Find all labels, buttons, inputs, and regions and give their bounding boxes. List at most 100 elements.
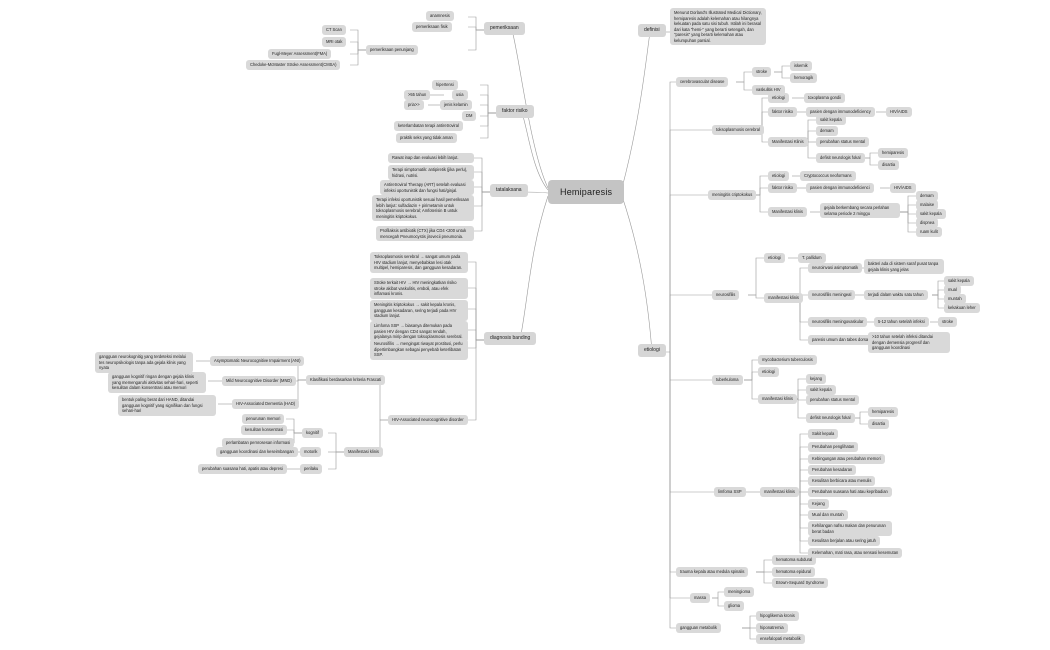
node-glioma[interactable]: glioma [724, 601, 745, 611]
node-tata-4[interactable]: Terapi infeksi oportunistik sesuai hasil… [372, 195, 474, 222]
node-ct-scan[interactable]: CT Scan [322, 25, 346, 35]
node-manifestasi-klinis-hand[interactable]: Manifestasi klinis [344, 447, 383, 457]
node-tb-manifestasi[interactable]: manifestasi klinis [758, 394, 797, 404]
branch-pemeriksaan[interactable]: pemeriksaan [484, 22, 525, 35]
node-lim-penglihatan[interactable]: Perubahan penglihatan [808, 442, 859, 452]
node-meningovaskular-stroke[interactable]: stroke [938, 317, 958, 327]
node-toxo-sakit-kepala[interactable]: sakit kepala [816, 115, 846, 125]
node-iskemik[interactable]: iskemik [790, 61, 812, 71]
node-gangguan-metabolik[interactable]: gangguan metabolik [676, 623, 721, 633]
node-dd-crypto[interactable]: Meningitis kriptokokus → sakit kepala kr… [370, 300, 468, 321]
node-crypto-demam[interactable]: demam [916, 191, 938, 201]
node-kognitif[interactable]: kognitif [302, 428, 323, 438]
node-neuroinvasi-asimptomatik[interactable]: neuroinvasi asimptomatik [808, 263, 863, 273]
node-toxo-manifestasi[interactable]: Manifestasi Klinis [768, 137, 808, 147]
node-dd-toxo[interactable]: Toksoplasmosis serebral → sangat umum pa… [370, 252, 468, 273]
branch-faktor-risiko[interactable]: faktor risiko [496, 105, 534, 118]
branch-diagnosis-banding[interactable]: diagnosis banding [484, 332, 537, 345]
node-crypto-hiv-aids[interactable]: HIV/AIDS [890, 183, 916, 193]
node-usia-detail[interactable]: >55 tahun [404, 90, 431, 100]
node-meningovaskular-waktu[interactable]: 5-12 tahun setelah infeksi [874, 317, 929, 327]
node-perubahan-suasana-hati[interactable]: perubahan suasana hati, apatis atau depr… [198, 464, 287, 474]
node-tb-sakit-kepala[interactable]: sakit kepala [806, 385, 836, 395]
node-neurosifilis[interactable]: neurosifilis [712, 290, 740, 300]
node-hematoma-subdural[interactable]: hematoma subdural [772, 555, 817, 565]
node-toxo-hemiparesis[interactable]: hemiparesis [878, 148, 909, 158]
node-meningioma[interactable]: meningioma [724, 587, 755, 597]
node-hipertensi[interactable]: hipertensi [432, 80, 458, 90]
node-dm[interactable]: DM [462, 111, 477, 121]
node-jenis-kelamin-detail[interactable]: pria>> [404, 100, 424, 110]
node-jenis-kelamin[interactable]: jenis kelamin [440, 100, 472, 110]
node-usia[interactable]: usia [452, 90, 468, 100]
branch-definisi[interactable]: definisi [638, 24, 666, 37]
root-node[interactable]: Hemiparesis [548, 180, 625, 205]
node-cerebrovascular-disease[interactable]: cerebrovascular disease [676, 77, 729, 87]
node-mri-otak[interactable]: MRI otak [322, 37, 347, 47]
node-toksoplasmosis-cerebral[interactable]: toksoplasmosis cerebral [712, 125, 764, 135]
node-dd-stroke-hiv[interactable]: Stroke terkait HIV → HIV meningkatkan ri… [370, 278, 468, 299]
node-lim-nafsu-makan[interactable]: Kehilangan nafsu makan dan penurunan ber… [808, 521, 892, 537]
node-lim-memori[interactable]: Kebingungan atau perubahan memori [808, 454, 885, 464]
node-toxo-demam[interactable]: demam [816, 126, 838, 136]
node-hiponatremia[interactable]: hiponatremia [756, 623, 788, 633]
node-dd-neurosifilis[interactable]: Neurosifilis → mengingat riwayat prostit… [370, 339, 468, 360]
node-tata-5[interactable]: Profilaksis antibiotik (CTX) jika CD4 <2… [376, 226, 474, 242]
node-hipoglikemia[interactable]: hipoglikemia kronis [756, 611, 799, 621]
node-crypto-sakit-kepala[interactable]: sakit kepala [916, 209, 946, 219]
node-crypto-immunodef[interactable]: pasien dengan immunodeficienci [806, 183, 874, 193]
node-mnd[interactable]: Mild Neurocognitive Disorder (MND) [222, 376, 296, 386]
node-tb-kejang[interactable]: kejang [806, 374, 827, 384]
node-hemoragik[interactable]: hemoragik [790, 73, 818, 83]
node-brown-sequard[interactable]: Brown-Sequard Syndrome [772, 578, 829, 588]
node-mycobacterium-tuberculosis[interactable]: mycobacterium tuberculosis [758, 355, 817, 365]
node-keterlambatan-arv[interactable]: keterlambatan terapi antiretroviral [394, 121, 463, 131]
node-praktik-seks[interactable]: praktik seks yang tidak aman [396, 133, 457, 143]
node-penurunan-memori[interactable]: penurunan memori [242, 414, 285, 424]
node-lim-kepribadian[interactable]: Perubahan suasana hati atau kepribadian [808, 487, 892, 497]
node-tata-1[interactable]: Rawat inap dan evaluasi lebih lanjut. [388, 153, 474, 163]
node-crypto-dispnea[interactable]: dispnea [916, 218, 939, 228]
node-lim-berjalan[interactable]: Kesulitan berjalan atau sering jatuh [808, 536, 880, 546]
node-tb-hemiparesis[interactable]: hemiparesis [868, 407, 899, 417]
node-t-pallidum[interactable]: T. pallidum [798, 253, 826, 263]
node-lim-kejang[interactable]: Kejang [808, 499, 829, 509]
node-klasifikasi-frascati[interactable]: Klasifikasi berdasarkan kriteria Frascat… [306, 375, 386, 385]
node-trauma-kepala[interactable]: trauma kepala atau medula spinalis [676, 567, 749, 577]
node-tuberkuloma[interactable]: tuberkuloma [712, 375, 743, 385]
node-tb-disartia[interactable]: disartia [868, 419, 890, 429]
node-gangguan-koordinasi[interactable]: gangguan koordinasi dan keseimbangan [216, 447, 298, 457]
node-lim-sakit-kepala[interactable]: Sakit kepala [808, 429, 839, 439]
branch-etiologi[interactable]: etiologi [638, 344, 666, 357]
node-meningitis-criptokokus[interactable]: meningitis criptokokus [708, 190, 757, 200]
node-meningeal-waktu[interactable]: terjadi dalam waktu satu tahun [864, 290, 928, 300]
node-crypto-gejala[interactable]: gejala berkembang secara perlahan selama… [820, 203, 900, 219]
node-crypto-faktor-risiko[interactable]: faktor risiko [768, 183, 797, 193]
node-meningeal-muntah[interactable]: muntah [944, 294, 966, 304]
node-toxo-immunodef[interactable]: pasien dengan immunodeficiency [806, 107, 875, 117]
node-toxo-defisit-fokal[interactable]: defisit neurologis fokal [816, 153, 865, 163]
node-meningeal-kekakuan-leher[interactable]: kekakuan leher [944, 303, 980, 313]
node-toxo-disartia[interactable]: disartia [878, 160, 900, 170]
node-crypto-ruam-kulit[interactable]: ruam kulit [916, 227, 942, 237]
node-tb-status-mental[interactable]: perubahan status mental [806, 395, 860, 405]
node-crypto-etiologi[interactable]: etiologi [768, 171, 789, 181]
node-tata-3[interactable]: Antiretroviral Therapy (ART) setelah eva… [380, 180, 474, 196]
node-tb-etiologi[interactable]: etiologi [758, 367, 779, 377]
node-perlambatan-pemrosesan[interactable]: perlambatan pemrosesan informasi [222, 438, 295, 448]
node-lim-kelemahan[interactable]: Kelemahan, mati rasa, atau sensasi kesem… [808, 548, 903, 558]
node-tata-2[interactable]: Terapi simptomatik: antipiretik (jika pe… [388, 165, 474, 181]
node-perilaku[interactable]: perilaku [300, 464, 323, 474]
node-lim-kesadaran[interactable]: Perubahan kesadaran [808, 465, 857, 475]
node-limfoma-ssp[interactable]: limfoma SSP [714, 487, 746, 497]
node-had[interactable]: HIV-Associated Dementia (HAD) [232, 399, 300, 409]
node-fma[interactable]: Fugl-Meyer Assessment(FMA) [268, 49, 332, 59]
node-pemeriksaan-fisik[interactable]: pemeriksaan fisik [412, 22, 452, 32]
node-cryptococcus-neoformans[interactable]: Cryptococcus neoformans [800, 171, 856, 181]
node-hematoma-epidural[interactable]: hematoma epidural [772, 567, 816, 577]
node-ensefalopati-metabolik[interactable]: ensefalopati metabolik [756, 634, 805, 644]
node-neurosifilis-meningeal[interactable]: neurosifilis meningeal [808, 290, 856, 300]
node-anamnesis[interactable]: anamnesis [426, 11, 454, 21]
branch-tatalaksana[interactable]: tatalaksana [490, 184, 528, 197]
node-toxo-faktor-risiko[interactable]: faktor risiko [768, 107, 797, 117]
